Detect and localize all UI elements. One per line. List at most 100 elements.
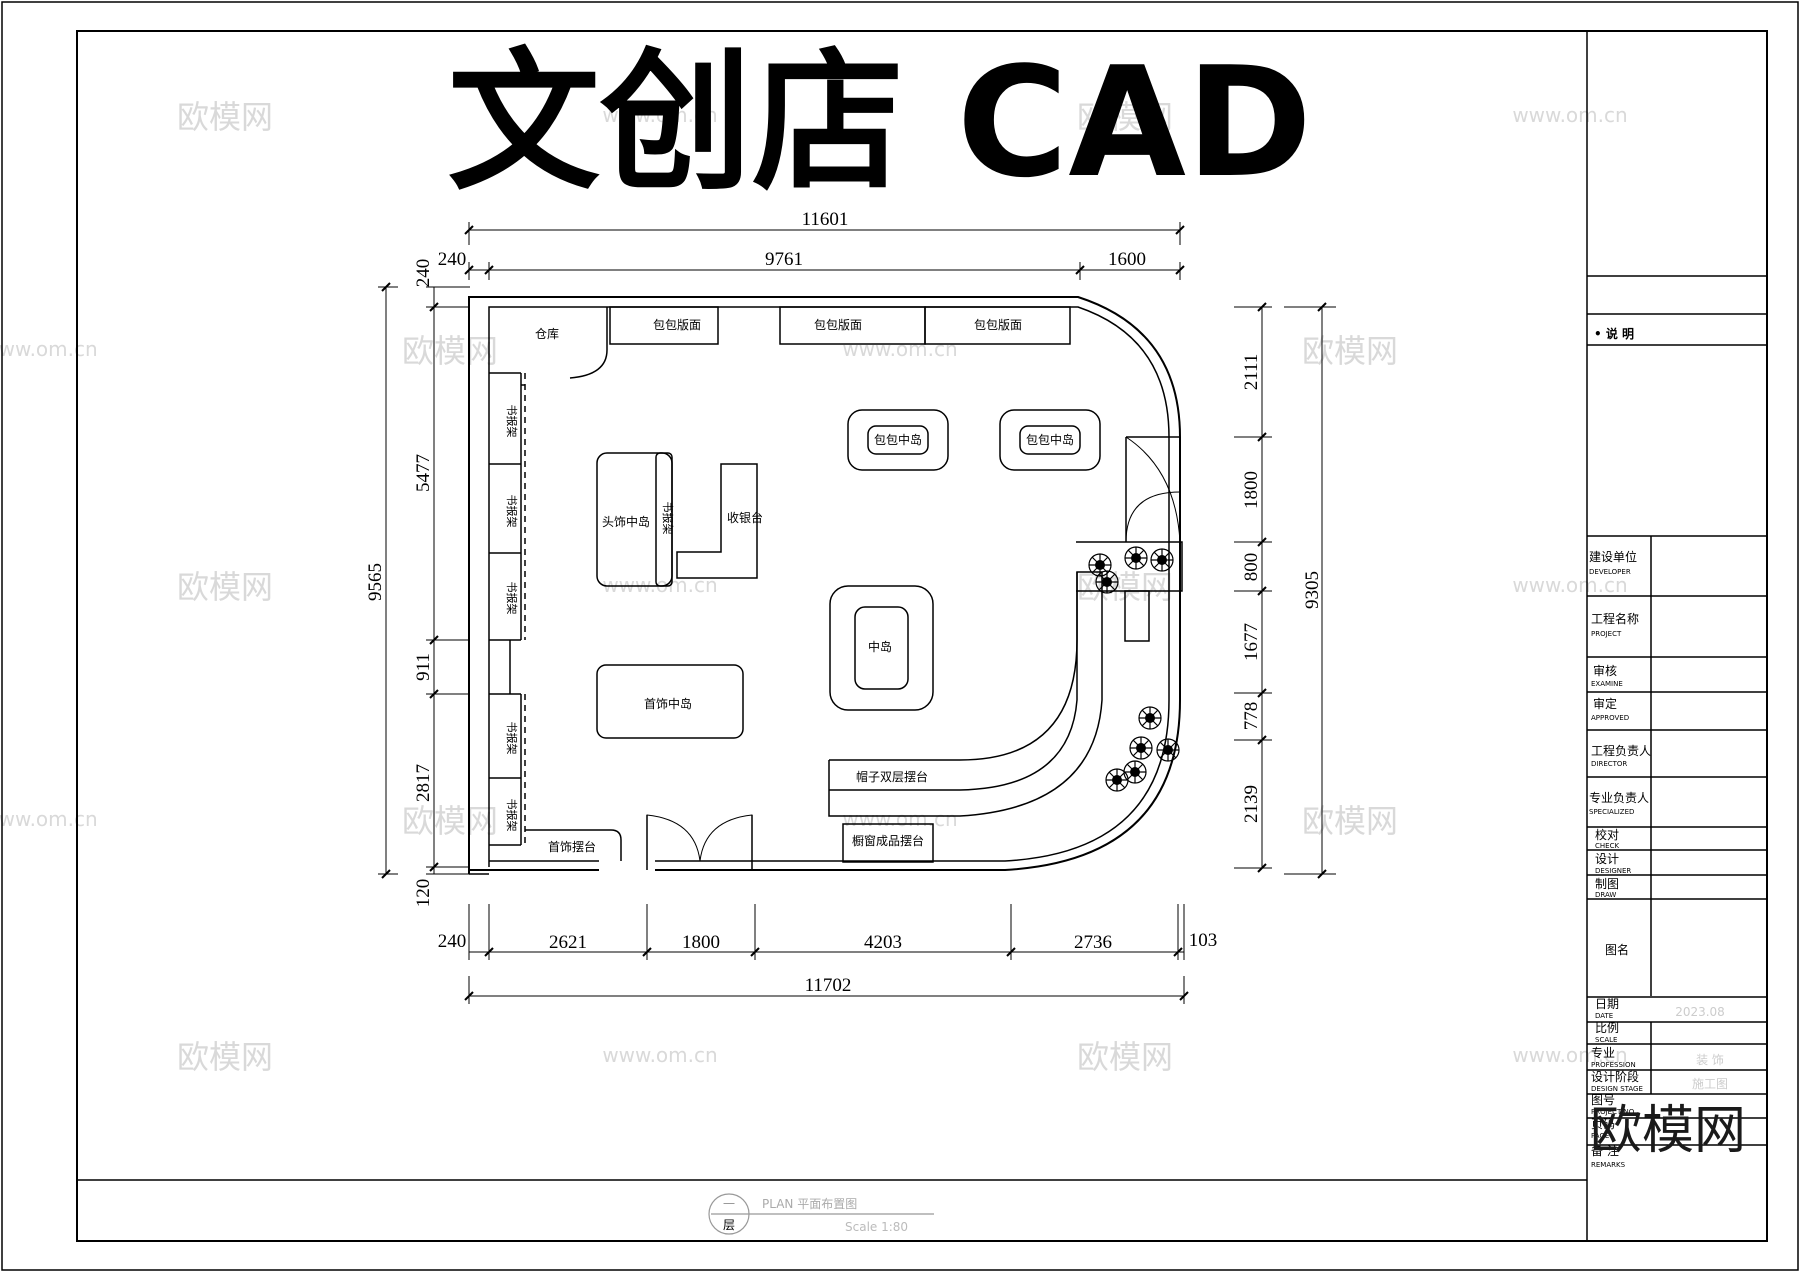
dim-bottom-total: 11702 xyxy=(805,975,852,996)
bottom-door-left xyxy=(646,814,701,862)
dim-bottom-5: 103 xyxy=(1189,930,1218,951)
dim-right-total: 9305 xyxy=(1302,571,1323,609)
window-counter xyxy=(842,823,934,863)
watermark-text: 欧模网 xyxy=(177,98,273,136)
tb-approved-cn: 审定 xyxy=(1593,696,1617,711)
label-bag-island-1: 包包中岛 xyxy=(874,432,922,447)
watermark-url: www.om.cn xyxy=(0,807,98,831)
dim-left-door: 911 xyxy=(413,653,434,681)
tb-check-en: CHECK xyxy=(1595,842,1619,850)
label-jewelry-island: 首饰中岛 xyxy=(644,696,692,711)
bag-panel-3 xyxy=(924,306,1071,345)
label-jewelry-counter: 首饰摆台 xyxy=(548,839,596,854)
plan-floor: 层 xyxy=(723,1218,735,1232)
notes-heading: • 说 明 xyxy=(1594,326,1634,341)
jewelry-counter xyxy=(525,829,622,861)
tb-stage-cn: 设计阶段 xyxy=(1591,1069,1639,1084)
watermark-text: 欧模网 xyxy=(402,802,498,840)
dim-top-left-wall: 240 xyxy=(438,249,467,270)
label-shelf-2: 书报架 xyxy=(505,495,519,528)
dim-right-3: 800 xyxy=(1241,553,1262,582)
tb-scale-en: SCALE xyxy=(1595,1036,1617,1044)
dim-left-lower: 2817 xyxy=(413,764,434,802)
watermark-text: 欧模网 xyxy=(402,332,498,370)
tb-designer-en: DESIGNER xyxy=(1595,867,1631,875)
watermark-large: 欧模网 xyxy=(1590,1101,1746,1161)
tb-profession-value: 装 饰 xyxy=(1696,1053,1724,1067)
watermark-url: www.om.cn xyxy=(1512,103,1627,127)
watermark-url: www.om.cn xyxy=(602,573,717,597)
tb-date-cn: 日期 xyxy=(1595,997,1619,1011)
watermark-text: 欧模网 xyxy=(1077,98,1173,136)
watermark-url: www.om.cn xyxy=(0,337,98,361)
dim-right-5: 778 xyxy=(1241,702,1262,731)
tb-profession-cn: 专业 xyxy=(1591,1045,1615,1060)
tb-approved-en: APPROVED xyxy=(1591,714,1629,722)
tb-director-en: DIRECTOR xyxy=(1591,760,1627,768)
tb-draw-cn: 制图 xyxy=(1595,877,1619,891)
right-door-swing-1 xyxy=(1125,436,1181,543)
storage-partition xyxy=(569,307,608,379)
tb-specialized-en: SPECIALIZED xyxy=(1589,808,1634,816)
dim-bottom-wall: 240 xyxy=(438,931,467,952)
label-cashier: 收银台 xyxy=(727,510,763,525)
center-island xyxy=(829,585,934,711)
tb-examine-en: EXAMINE xyxy=(1591,680,1623,688)
watermark-text: 欧模网 xyxy=(1302,332,1398,370)
tb-stage-en: DESIGN STAGE xyxy=(1591,1085,1643,1093)
tb-draw-en: DRAW xyxy=(1595,891,1616,899)
tb-remarks-en: REMARKS xyxy=(1591,1161,1626,1169)
bag-island-1 xyxy=(847,409,949,471)
bottom-door-right xyxy=(699,814,753,862)
title-block xyxy=(1586,31,1767,1241)
watermark-url: www.om.cn xyxy=(842,807,957,831)
tb-project-en: PROJECT xyxy=(1591,630,1622,638)
dim-bottom-1: 2621 xyxy=(549,932,587,953)
dim-right-2: 1800 xyxy=(1241,471,1262,509)
dim-bottom-3: 4203 xyxy=(864,932,902,953)
tb-examine-cn: 审核 xyxy=(1593,663,1617,678)
plan-label: 一 层 PLAN 平面布置图 Scale 1:80 xyxy=(708,1193,934,1235)
label-bag-island-2: 包包中岛 xyxy=(1026,432,1074,447)
watermark-text: 欧模网 xyxy=(1077,1038,1173,1076)
watermark-url: www.om.cn xyxy=(602,1043,717,1067)
bag-island-2 xyxy=(999,409,1101,471)
tb-developer-cn: 建设单位 xyxy=(1589,549,1637,564)
label-bag-panel-2: 包包版面 xyxy=(814,318,862,332)
room-labels: 仓库 包包版面 包包版面 包包版面 包包中岛 包包中岛 头饰中岛 收银台 中岛 … xyxy=(505,318,1074,854)
dim-left-top-wall: 240 xyxy=(413,259,434,288)
tb-project-no-cn: 图号 xyxy=(1591,1093,1615,1107)
watermark-url: www.om.cn xyxy=(602,103,717,127)
dimension-lines xyxy=(378,222,1336,1004)
watermark-url: www.om.cn xyxy=(1512,573,1627,597)
dim-right-6: 2139 xyxy=(1241,785,1262,823)
tb-designer-cn: 设计 xyxy=(1595,852,1619,866)
drawing-frame xyxy=(76,30,1768,1242)
dim-right-1: 2111 xyxy=(1241,354,1262,391)
right-door-swing-2 xyxy=(1125,491,1181,543)
tb-date-en: DATE xyxy=(1595,1012,1613,1020)
bag-panel-1 xyxy=(609,306,719,345)
tb-director-cn: 工程负责人 xyxy=(1591,743,1651,758)
tb-profession-en: PROFESSION xyxy=(1591,1061,1636,1069)
tb-remarks-cn: 备 注 xyxy=(1591,1143,1619,1158)
plan-number: 一 xyxy=(723,1197,735,1211)
tb-stage-value: 施工图 xyxy=(1692,1077,1728,1091)
jewelry-island xyxy=(596,664,744,739)
label-bag-panel-1: 包包版面 xyxy=(653,318,701,332)
hat-counter-outer xyxy=(828,571,1103,817)
label-window-counter: 橱窗成品摆台 xyxy=(852,833,924,848)
drawing-title: 文创店 CAD xyxy=(448,34,1312,211)
tb-scale-cn: 比例 xyxy=(1595,1021,1619,1035)
tb-page-en: PAGE xyxy=(1591,1132,1609,1140)
label-storage: 仓库 xyxy=(535,326,559,341)
watermark-text: 欧模网 xyxy=(1302,802,1398,840)
plan-name: PLAN 平面布置图 xyxy=(762,1197,857,1211)
tb-specialized-cn: 专业负责人 xyxy=(1589,790,1649,805)
tb-page-cn: 页码 xyxy=(1591,1117,1615,1131)
label-shelf-5: 书报架 xyxy=(505,799,519,832)
dim-bottom-2: 1800 xyxy=(682,932,720,953)
watermark-text: 欧模网 xyxy=(177,1038,273,1076)
label-shelf-3: 书报架 xyxy=(505,582,519,615)
